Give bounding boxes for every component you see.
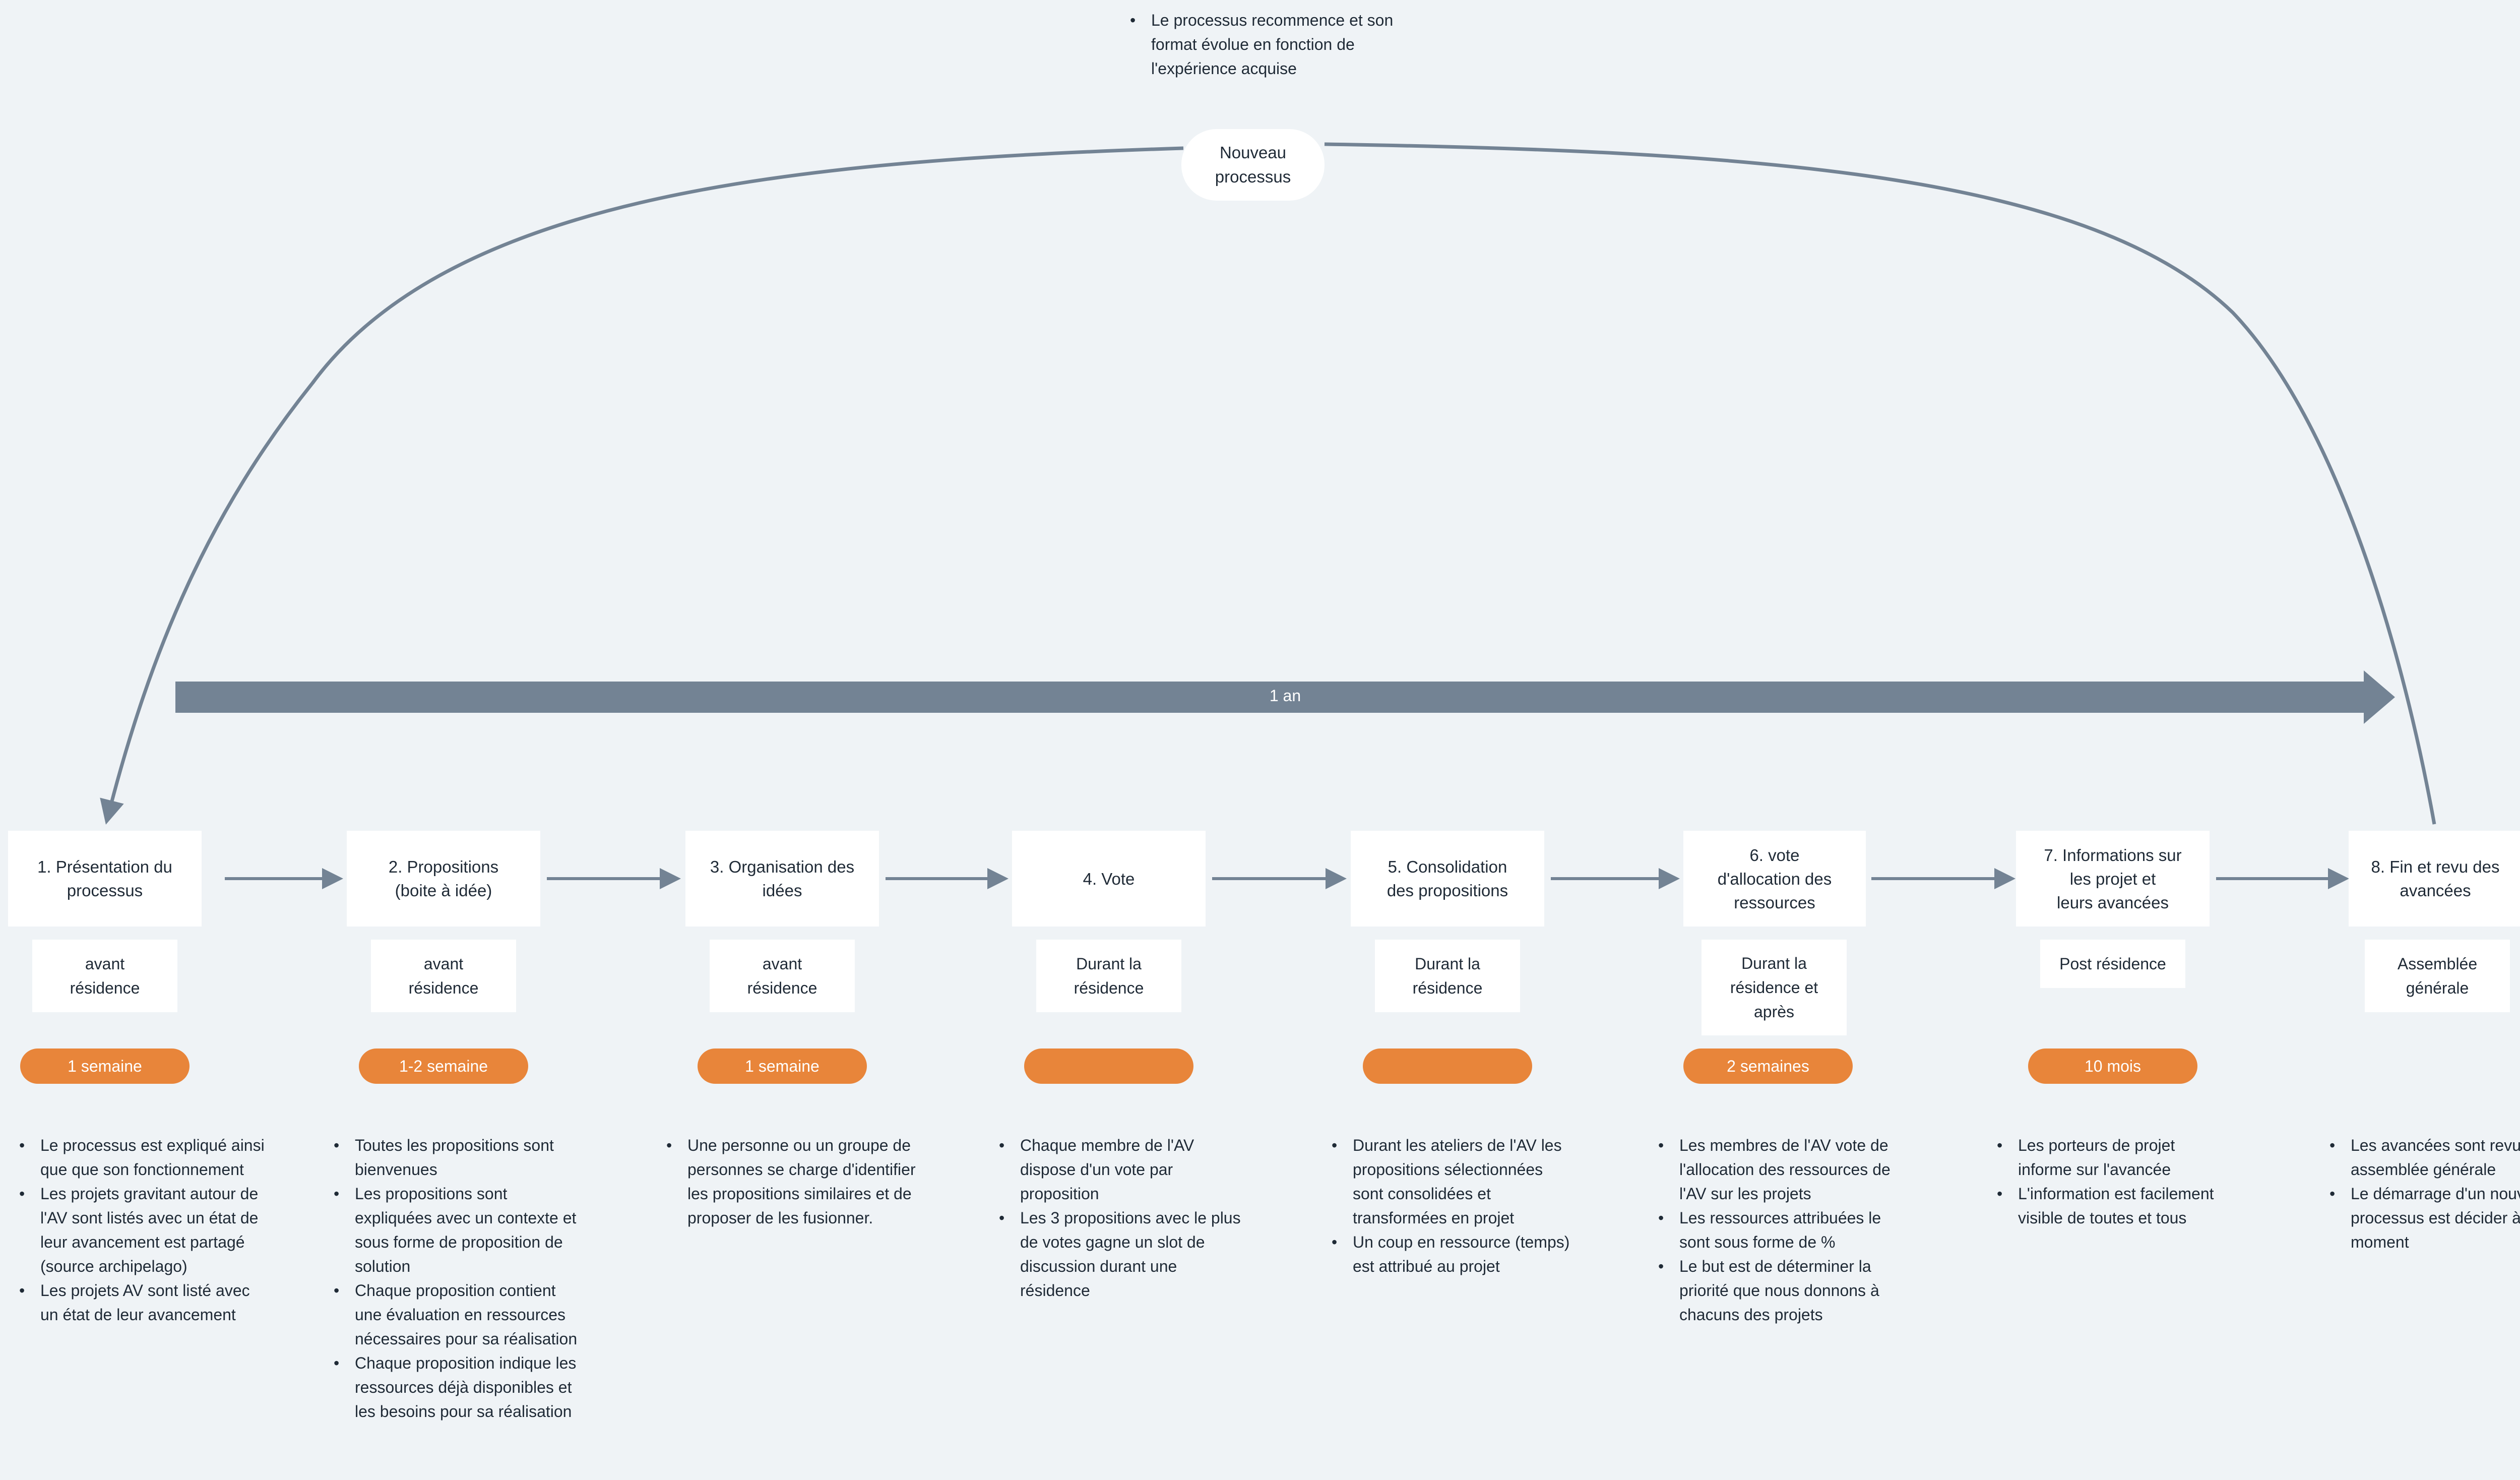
step-5-bullets: Durant les ateliers de l'AV les proposit… xyxy=(1331,1133,1578,1278)
loop-curve-left xyxy=(100,146,1184,825)
step-6-title[interactable]: 6. vote d'allocation des ressources xyxy=(1683,831,1866,927)
step-2-bullet: Chaque proposition contient une évaluati… xyxy=(333,1278,585,1351)
step-1-duration: 1 semaine xyxy=(20,1049,190,1084)
timeline-label: 1 an xyxy=(1269,687,1301,705)
step-8-bullet: Le démarrage d'un nouveau processus est … xyxy=(2328,1182,2520,1254)
step-3-title[interactable]: 3. Organisation des idées xyxy=(685,831,879,927)
step-6-duration: 2 semaines xyxy=(1683,1049,1853,1084)
timeline-arrow xyxy=(175,670,2395,724)
step-6-bullets: Les membres de l'AV vote de l'allocation… xyxy=(1657,1133,1909,1327)
step-5-title[interactable]: 5. Consolidation des propositions xyxy=(1351,831,1544,927)
step-2-bullet: Les propositions sont expliquées avec un… xyxy=(333,1182,585,1278)
top-note-bullets: Le processus recommence et son format év… xyxy=(1129,8,1401,81)
step-7-bullets: Les porteurs de projet informe sur l'ava… xyxy=(1996,1133,2233,1230)
step-6-bullet: Les ressources attribuées le sont sous f… xyxy=(1657,1206,1909,1254)
step-6-bullet: Le but est de déterminer la priorité que… xyxy=(1657,1254,1909,1327)
step-5-bullet: Un coup en ressource (temps) est attribu… xyxy=(1331,1230,1578,1278)
step-2-bullet: Chaque proposition indique les ressource… xyxy=(333,1351,585,1424)
step-2-bullets: Toutes les propositions sont bienvenues … xyxy=(333,1133,585,1424)
step-4-bullet: Les 3 propositions avec le plus de votes… xyxy=(998,1206,1245,1303)
step-4-bullets: Chaque membre de l'AV dispose d'un vote … xyxy=(998,1133,1245,1303)
step-2-timing: avant résidence xyxy=(371,940,516,1012)
step-8-bullet: Les avancées sont revu en assemblée géné… xyxy=(2328,1133,2520,1182)
step-7-bullet: Les porteurs de projet informe sur l'ava… xyxy=(1996,1133,2233,1182)
step-4-title[interactable]: 4. Vote xyxy=(1012,831,1206,927)
step-8-title[interactable]: 8. Fin et revu des avancées xyxy=(2349,831,2520,927)
step-3-bullets: Une personne ou un groupe de personnes s… xyxy=(665,1133,922,1230)
step-7-duration: 10 mois xyxy=(2028,1049,2197,1084)
step-4-timing: Durant la résidence xyxy=(1036,940,1181,1012)
step-5-bullet: Durant les ateliers de l'AV les proposit… xyxy=(1331,1133,1578,1230)
step-1-bullets: Le processus est expliqué ainsi que que … xyxy=(18,1133,270,1327)
step-5-timing: Durant la résidence xyxy=(1375,940,1520,1012)
step-4-duration xyxy=(1024,1049,1193,1084)
step-3-bullet: Une personne ou un groupe de personnes s… xyxy=(665,1133,922,1230)
step-7-bullet: L'information est facilement visible de … xyxy=(1996,1182,2233,1230)
step-2-title[interactable]: 2. Propositions (boite à idée) xyxy=(347,831,540,927)
restart-node[interactable]: Nouveau processus xyxy=(1181,129,1325,201)
step-2-bullet: Toutes les propositions sont bienvenues xyxy=(333,1133,585,1182)
step-4-bullet: Chaque membre de l'AV dispose d'un vote … xyxy=(998,1133,1245,1206)
step-3-timing: avant résidence xyxy=(710,940,855,1012)
step-2-duration: 1-2 semaine xyxy=(359,1049,528,1084)
loop-curve-right xyxy=(1324,142,2436,825)
step-3-duration: 1 semaine xyxy=(698,1049,867,1084)
step-1-timing: avant résidence xyxy=(32,940,177,1012)
step-8-bullets: Les avancées sont revu en assemblée géné… xyxy=(2328,1133,2520,1254)
step-5-duration xyxy=(1363,1049,1532,1084)
step-6-bullet: Les membres de l'AV vote de l'allocation… xyxy=(1657,1133,1909,1206)
step-7-title[interactable]: 7. Informations sur les projet et leurs … xyxy=(2016,831,2210,927)
step-7-timing: Post résidence xyxy=(2040,940,2185,988)
step-1-bullet: Les projets AV sont listé avec un état d… xyxy=(18,1278,270,1327)
top-note-bullet: Le processus recommence et son format év… xyxy=(1129,8,1401,81)
step-1-title[interactable]: 1. Présentation du processus xyxy=(8,831,202,927)
step-8-timing: Assemblée générale xyxy=(2365,940,2510,1012)
step-1-bullet: Le processus est expliqué ainsi que que … xyxy=(18,1133,270,1182)
step-1-bullet: Les projets gravitant autour de l'AV son… xyxy=(18,1182,270,1278)
step-6-timing: Durant la résidence et après xyxy=(1702,940,1847,1035)
